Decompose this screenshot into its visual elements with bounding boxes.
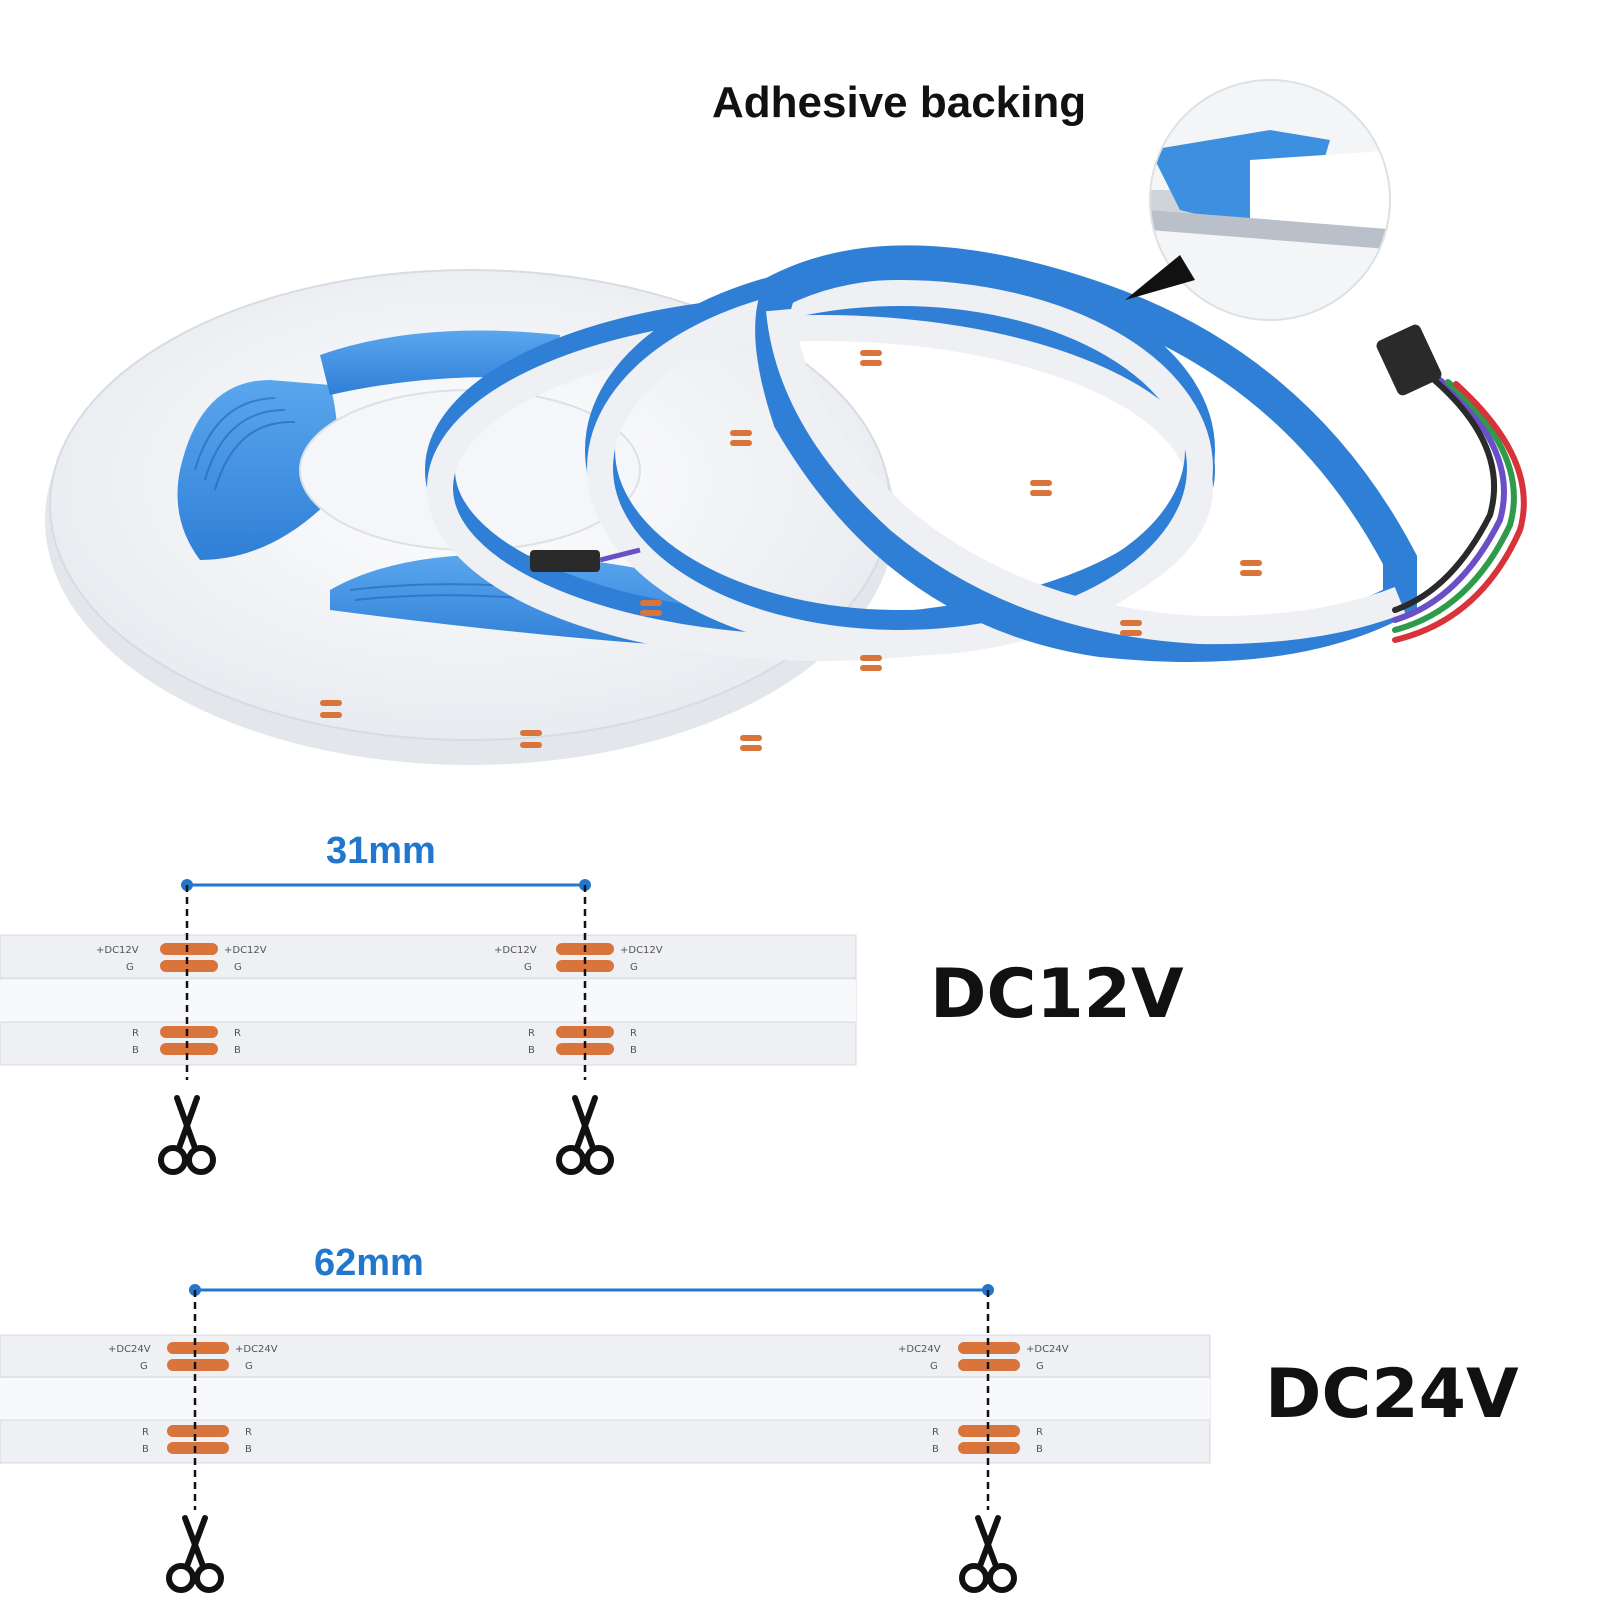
pad-label: R bbox=[630, 1028, 637, 1039]
pad-label: B bbox=[1036, 1444, 1043, 1455]
rgb-wire-lead bbox=[1392, 375, 1527, 643]
pad-label: R bbox=[234, 1028, 241, 1039]
pads-left-24v: +DC24V +DC24V G G R R B B bbox=[108, 1342, 278, 1455]
pad-label: R bbox=[528, 1028, 535, 1039]
pad-label: R bbox=[932, 1427, 939, 1438]
pad-label: B bbox=[932, 1444, 939, 1455]
pad-label: G bbox=[140, 1361, 148, 1372]
pad-label: G bbox=[1036, 1361, 1044, 1372]
pad-label: G bbox=[234, 962, 242, 973]
led-strip-24v bbox=[0, 1334, 1211, 1464]
strip-diagram-24v: +DC24V +DC24V G G R R B B +DC24V +DC24V … bbox=[0, 1284, 1211, 1593]
pad-label: +DC12V bbox=[96, 945, 139, 956]
dimension-line-12v bbox=[181, 879, 591, 891]
pad-label: G bbox=[930, 1361, 938, 1372]
pad-label: +DC12V bbox=[224, 945, 267, 956]
pad-label: B bbox=[245, 1444, 252, 1455]
pad-label: +DC12V bbox=[620, 945, 663, 956]
pads-right-12v: +DC12V +DC12V G G R R B B bbox=[494, 943, 663, 1056]
copper-pads bbox=[320, 350, 1262, 751]
connector-icon bbox=[1376, 324, 1442, 396]
cut-length-label-12v: 31mm bbox=[326, 830, 436, 872]
pad-label: B bbox=[142, 1444, 149, 1455]
pad-label: G bbox=[524, 962, 532, 973]
strip-diagram-12v: +DC12V +DC12V G G R R B B +DC12V +DC12V … bbox=[0, 879, 857, 1175]
scissors-icon bbox=[166, 1515, 224, 1593]
pad-label: +DC24V bbox=[235, 1344, 278, 1355]
adhesive-backing-title: Adhesive backing bbox=[712, 78, 1087, 127]
product-illustration bbox=[45, 79, 1527, 765]
pointer-icon bbox=[1125, 255, 1195, 300]
pad-label: G bbox=[245, 1361, 253, 1372]
pad-label: B bbox=[630, 1045, 637, 1056]
pad-label: B bbox=[528, 1045, 535, 1056]
pad-label: G bbox=[630, 962, 638, 973]
pad-label: R bbox=[132, 1028, 139, 1039]
pad-label: R bbox=[1036, 1427, 1043, 1438]
scissors-icon bbox=[158, 1095, 216, 1175]
adhesive-magnifier bbox=[1149, 79, 1391, 321]
scissors-icon bbox=[959, 1515, 1017, 1593]
pad-label: G bbox=[126, 962, 134, 973]
pads-left-12v: +DC12V +DC12V G G R R B B bbox=[96, 943, 267, 1056]
pad-label: +DC24V bbox=[898, 1344, 941, 1355]
pad-label: R bbox=[245, 1427, 252, 1438]
pad-label: +DC24V bbox=[1026, 1344, 1069, 1355]
voltage-label-12v: DC12V bbox=[930, 955, 1184, 1034]
cut-length-label-24v: 62mm bbox=[314, 1242, 424, 1284]
connector-inner bbox=[530, 547, 641, 572]
pad-label: +DC12V bbox=[494, 945, 537, 956]
led-strip-12v bbox=[0, 934, 857, 1066]
pad-label: B bbox=[132, 1045, 139, 1056]
scissors-icon bbox=[556, 1095, 614, 1175]
pad-label: R bbox=[142, 1427, 149, 1438]
voltage-label-24v: DC24V bbox=[1265, 1355, 1519, 1434]
pad-label: +DC24V bbox=[108, 1344, 151, 1355]
dimension-line-24v bbox=[189, 1284, 994, 1296]
pad-label: B bbox=[234, 1045, 241, 1056]
strip-loop-outer bbox=[755, 245, 1417, 662]
